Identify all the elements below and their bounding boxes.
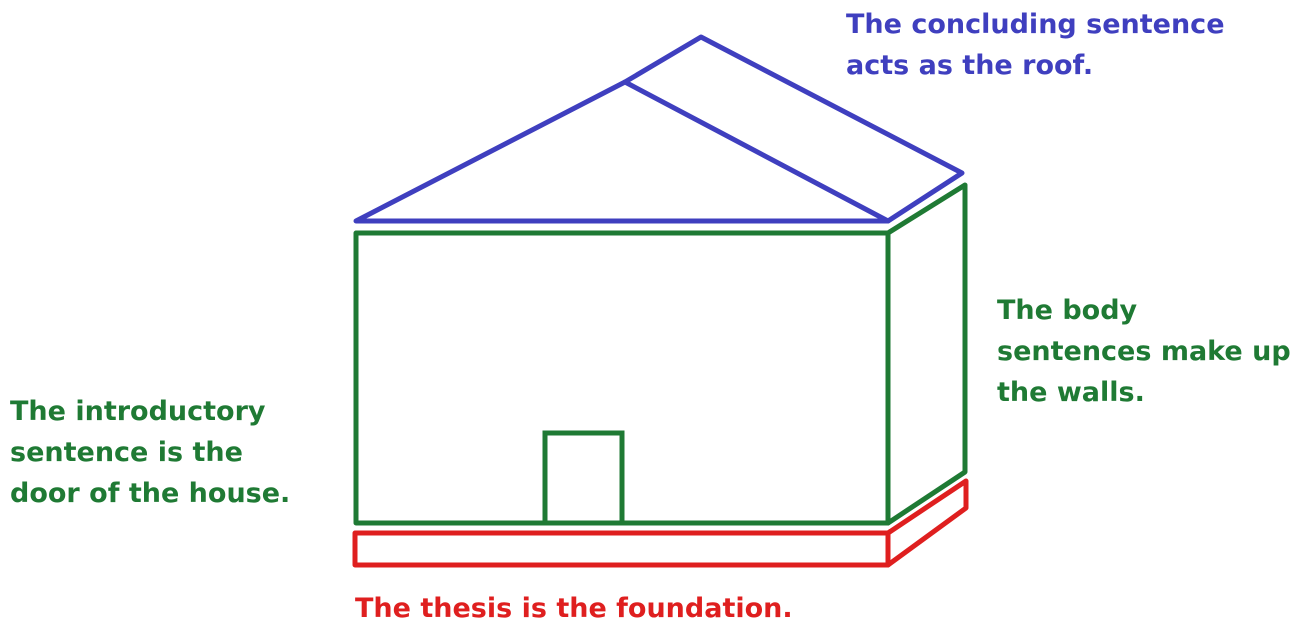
door-label-line: sentence is the <box>10 437 243 468</box>
door-label: The introductory sentence is the door of… <box>10 391 290 514</box>
roof-ridge <box>622 34 965 224</box>
foundation-label-line: The thesis is the foundation. <box>355 593 793 624</box>
walls-label-line: The body <box>997 295 1138 326</box>
roof <box>353 34 965 224</box>
foundation <box>352 478 969 568</box>
roof-label: The concluding sentence acts as the roof… <box>846 4 1225 86</box>
door-label-line: door of the house. <box>10 478 291 509</box>
roof-front-gable <box>353 79 891 224</box>
foundation-front <box>352 530 891 568</box>
door <box>542 430 625 526</box>
walls-label: The body sentences make up the walls. <box>997 290 1291 413</box>
roof-label-line: The concluding sentence <box>846 9 1225 40</box>
foundation-side <box>885 478 969 568</box>
door-label-line: The introductory <box>10 396 266 427</box>
walls <box>353 182 968 526</box>
walls-label-line: sentences make up <box>997 336 1291 367</box>
roof-label-line: acts as the roof. <box>846 50 1094 81</box>
side-wall <box>885 182 968 526</box>
walls-label-line: the walls. <box>997 377 1145 408</box>
foundation-label: The thesis is the foundation. <box>355 588 793 629</box>
